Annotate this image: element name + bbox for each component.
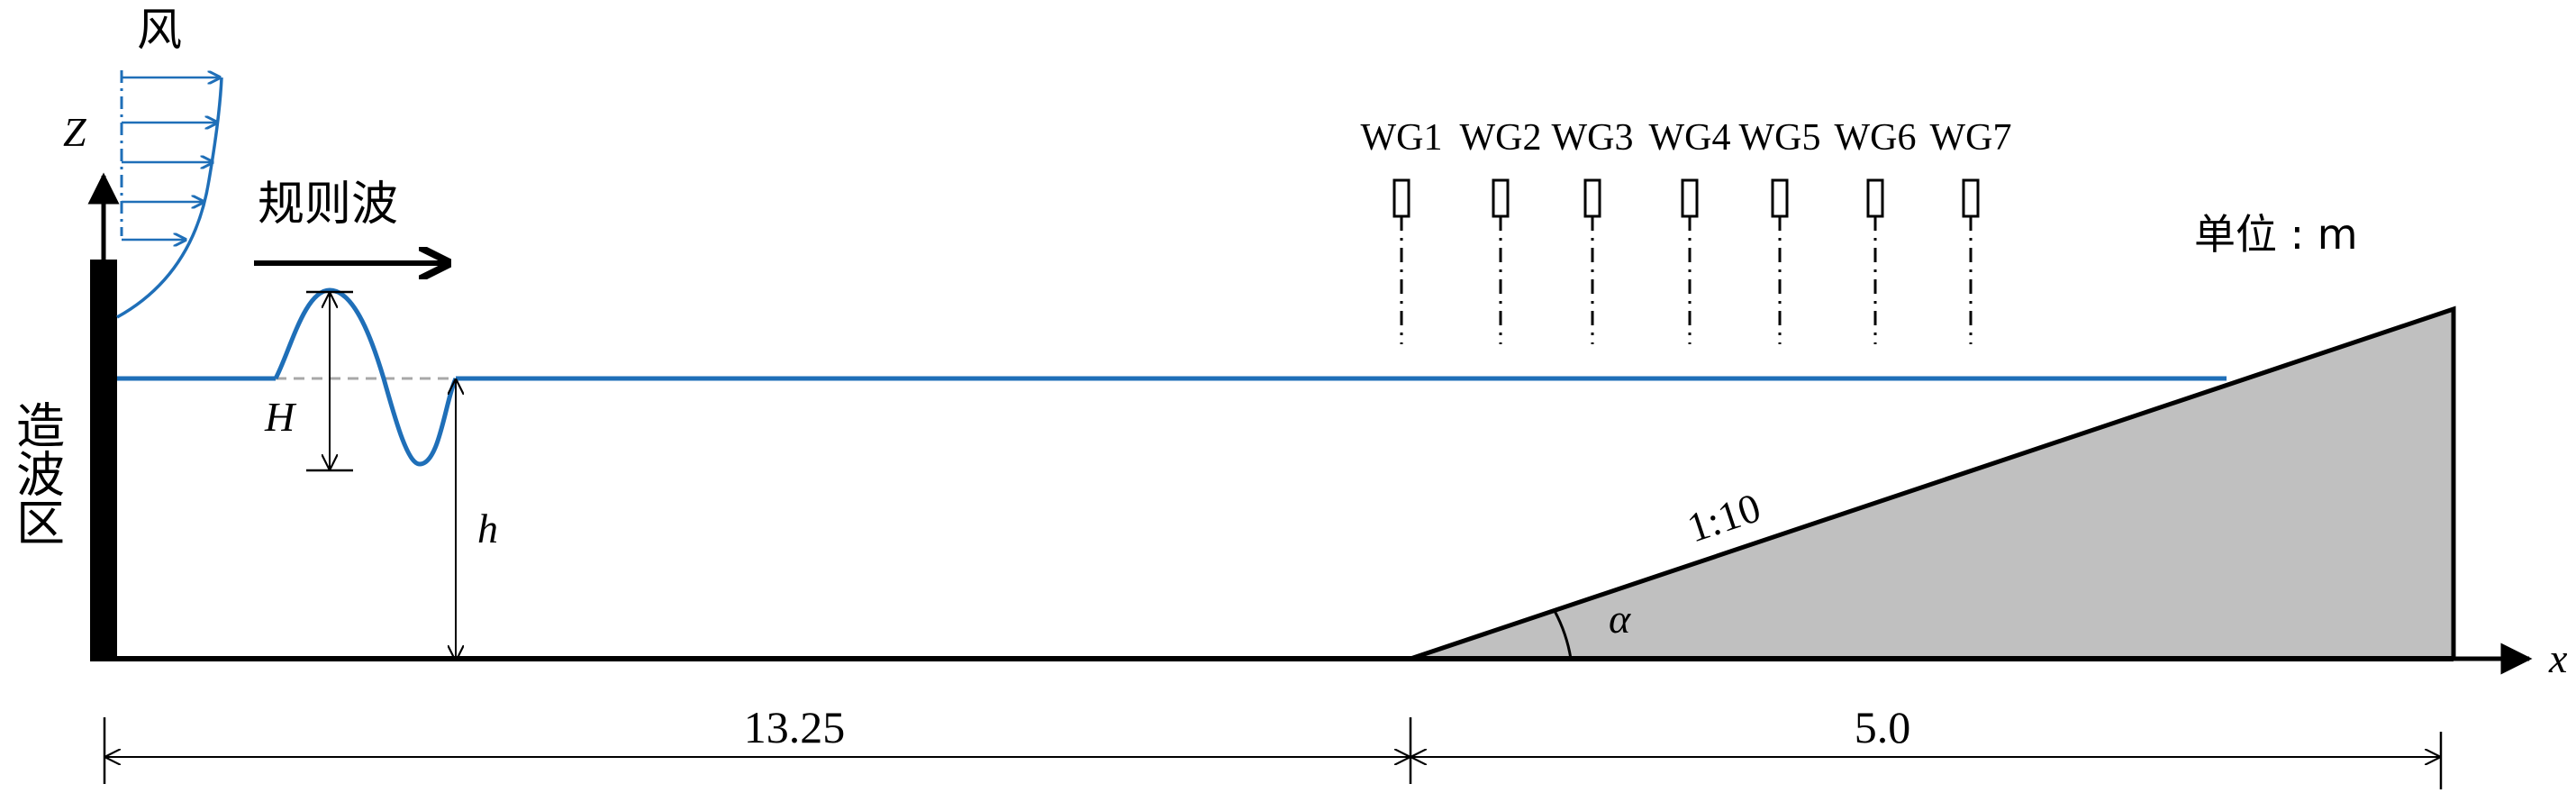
water-depth-label: h	[477, 506, 498, 551]
wave-gauge-sensor	[1392, 178, 1410, 218]
units-label: 单位 : m	[2194, 210, 2358, 259]
wave-gauge-sensor	[1771, 178, 1789, 218]
wave-gauge-sensor	[1583, 178, 1601, 218]
wave-gauge-label: WG7	[1930, 117, 2012, 159]
wind-label: 风	[137, 4, 182, 56]
wave-gauge-sensor	[1681, 178, 1699, 218]
wave-gauge-label: WG2	[1460, 117, 1542, 159]
regular-wave-profile	[273, 287, 458, 467]
wind-profile	[116, 70, 223, 319]
wave-gauge-1: WG1	[1361, 117, 1443, 344]
wave-gauge-6: WG6	[1835, 117, 1917, 344]
wave-gauge-sensor	[1962, 178, 1980, 218]
wave-gauge-sensor	[1866, 178, 1884, 218]
wave-gauge-label: WG6	[1835, 117, 1917, 159]
wavemaker-zone-label: 造波区	[8, 400, 65, 546]
wave-gauge-2: WG2	[1460, 117, 1542, 344]
wave-gauge-7: WG7	[1930, 117, 2012, 344]
slope-angle-arc	[1553, 610, 1573, 660]
regular-wave-label: 规则波	[258, 178, 398, 232]
wave-gauge-label: WG1	[1361, 117, 1443, 159]
slope-angle-label: α	[1609, 596, 1631, 642]
flat-length-label: 13.25	[744, 702, 846, 752]
z-axis-label: Z	[63, 109, 86, 155]
slope	[1410, 305, 2456, 661]
wave-gauge-4: WG4	[1649, 117, 1731, 344]
wave-gauge-label: WG5	[1739, 117, 1821, 159]
wave-gauge-label: WG3	[1552, 117, 1634, 159]
slope-ratio-label: 1:10	[1682, 484, 1766, 551]
x-axis-label: x	[2548, 635, 2568, 681]
wave-gauge-3: WG3	[1552, 117, 1634, 344]
wave-gauge-label: WG4	[1649, 117, 1731, 159]
wave-gauge-sensor	[1492, 178, 1510, 218]
slope-length-label: 5.0	[1855, 702, 1911, 752]
wave-height-label: H	[264, 394, 297, 440]
wavemaker-paddle	[90, 260, 117, 661]
wave-gauge-5: WG5	[1739, 117, 1821, 344]
